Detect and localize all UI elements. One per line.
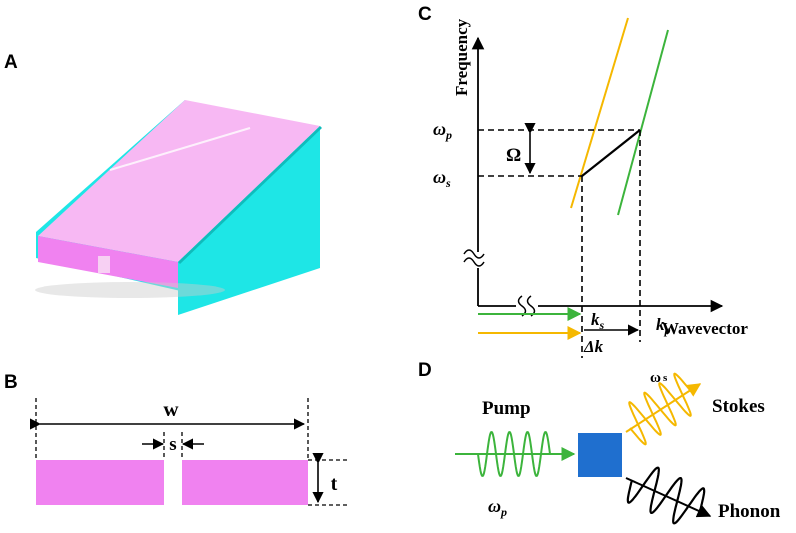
phonon-arrow [625, 477, 712, 518]
scatterer-square [578, 433, 622, 477]
phonon-label: Phonon [718, 501, 781, 522]
pump-omega-label: ωp [488, 496, 507, 519]
panel-c-letter: C [418, 4, 432, 25]
pump-label: Pump [482, 398, 531, 419]
panel-a: A [4, 52, 322, 315]
phonon-transition-line [581, 129, 641, 177]
w-label: w [163, 397, 179, 421]
s-label: s [169, 434, 176, 455]
pump-dispersion-line [617, 29, 669, 216]
panel-b: B w s t [4, 372, 348, 506]
x-axis-label: Wavevector [662, 319, 748, 338]
slot-line [109, 127, 251, 171]
slab-top-surface [38, 100, 320, 262]
cross-section-slot [164, 460, 182, 505]
omega-p-label: ωp [433, 119, 452, 142]
model-shadow [35, 282, 225, 298]
phonon-wave [626, 466, 706, 525]
panel-d-letter: D [418, 360, 432, 381]
front-slot [98, 256, 110, 273]
panel-a-letter: A [4, 52, 18, 73]
omega-s-label: ωs [433, 167, 451, 190]
y-axis-break-upper [463, 249, 485, 259]
waveguide-3d-model [35, 100, 322, 315]
t-label: t [331, 473, 338, 495]
right-cyan-wall [178, 126, 320, 315]
Omega-label: Ω [506, 145, 521, 166]
pump-wave [477, 431, 551, 477]
y-axis-label: Frequency [452, 18, 471, 96]
y-axis-break-lower [463, 257, 485, 267]
k-s-label: ks [591, 310, 605, 332]
stokes-label: Stokes [712, 396, 765, 417]
delta-k-label: Δk [583, 337, 604, 356]
stokes-dispersion-line [570, 17, 629, 209]
panel-b-letter: B [4, 372, 18, 393]
panel-c: C Frequency Wavevector Ω ωp ωs ks kp [418, 4, 748, 358]
k-p-label: kp [656, 315, 671, 337]
stokes-wave [628, 372, 692, 446]
